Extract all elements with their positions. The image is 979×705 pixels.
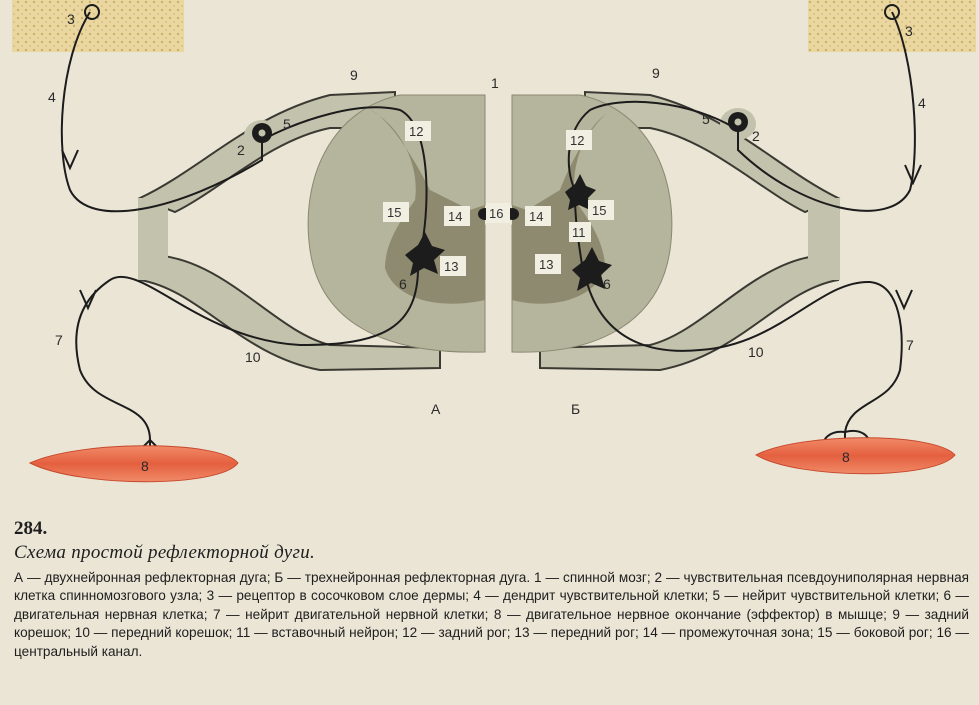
figure-caption: 284. Схема простой рефлекторной дуги. А …: [14, 518, 969, 661]
sensory-cell-nucleus-a: [259, 130, 266, 137]
figure-description: А — двухнейронная рефлекторная дуга; Б —…: [14, 569, 969, 661]
label-7-a: 7: [55, 332, 63, 348]
label-10-b: 10: [748, 344, 764, 360]
label-2-b: 2: [752, 128, 760, 144]
label-15-b: 15: [592, 203, 606, 218]
label-11: 11: [572, 225, 586, 240]
label-13-b: 13: [539, 257, 553, 272]
spinal-cord-half-a: [138, 92, 485, 370]
label-3-a: 3: [67, 11, 75, 27]
label-5-b: 5: [702, 111, 710, 127]
label-8-b: 8: [842, 449, 850, 465]
panel-label-a: А: [431, 401, 441, 417]
label-8-a: 8: [141, 458, 149, 474]
skin-patch-right: [808, 0, 976, 52]
label-14-b: 14: [529, 209, 543, 224]
label-15-a: 15: [387, 205, 401, 220]
spinal-nerve-a: [138, 198, 168, 280]
label-5-a: 5: [283, 116, 291, 132]
label-7-b: 7: [906, 337, 914, 353]
label-4-a: 4: [48, 89, 56, 105]
label-13-a: 13: [444, 259, 458, 274]
figure-title: Схема простой рефлекторной дуги.: [14, 542, 969, 564]
spinal-nerve-b: [808, 198, 840, 280]
muscle-b: [756, 438, 955, 474]
label-6-a: 6: [399, 276, 407, 292]
label-9-b: 9: [652, 65, 660, 81]
label-3-b: 3: [905, 23, 913, 39]
label-10-a: 10: [245, 349, 261, 365]
arrow-motor-b: [896, 290, 912, 308]
sensory-cell-nucleus-b: [735, 119, 742, 126]
figure-number: 284.: [14, 518, 969, 540]
label-1: 1: [491, 75, 499, 91]
label-16: 16: [489, 206, 503, 221]
label-14-a: 14: [448, 209, 462, 224]
label-6-b: 6: [603, 276, 611, 292]
label-2-a: 2: [237, 142, 245, 158]
label-9-a: 9: [350, 67, 358, 83]
reflex-arc-diagram: 1 9 9 3 3 4 4 5 5 2 2 12 12 15 15 14 14 …: [0, 0, 979, 510]
panel-label-b: Б: [571, 401, 580, 417]
label-12-a: 12: [409, 124, 423, 139]
label-4-b: 4: [918, 95, 926, 111]
muscle-a: [30, 446, 238, 482]
label-12-b: 12: [570, 133, 584, 148]
spinal-cord-half-b: [512, 92, 840, 370]
